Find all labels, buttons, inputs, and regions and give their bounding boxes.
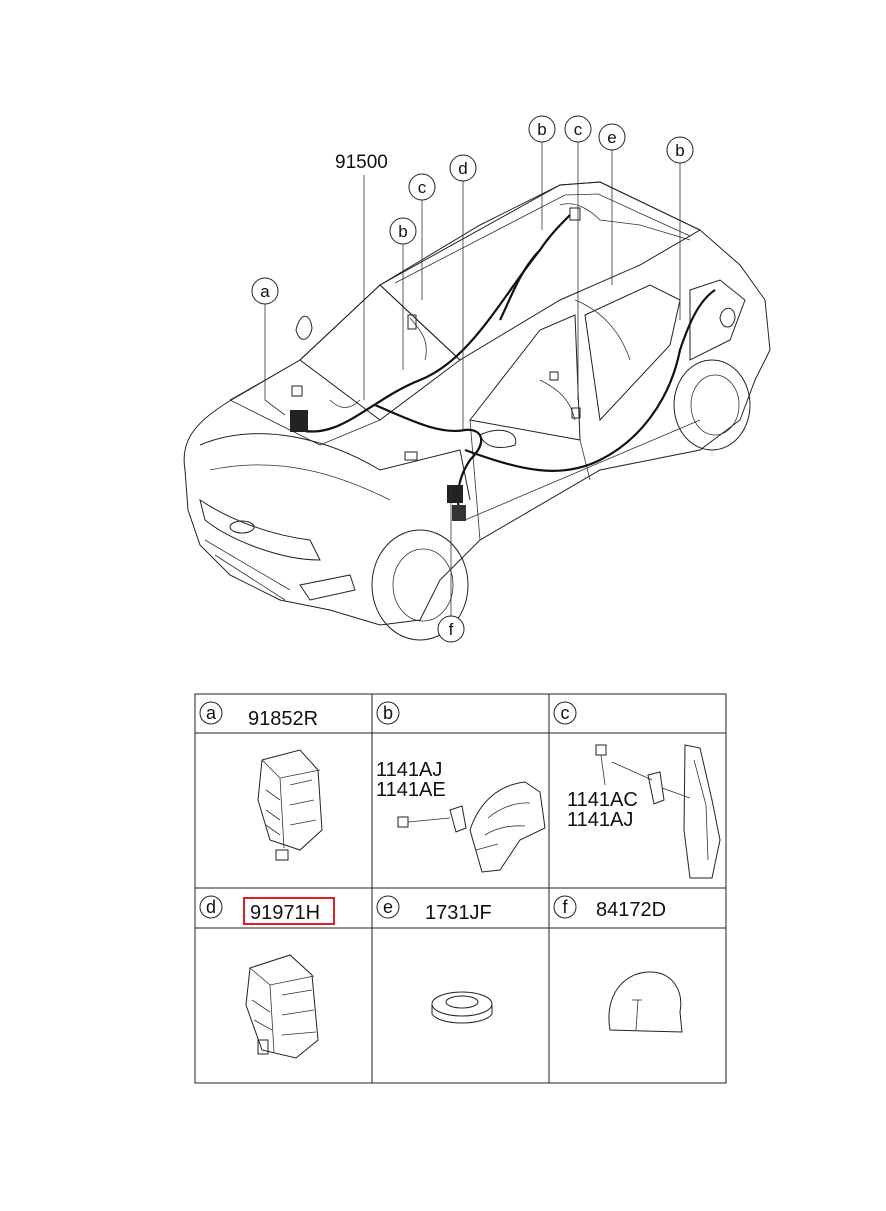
- cell-c-part-1: 1141AC: [567, 789, 638, 811]
- cell-f-letter: f: [562, 897, 568, 917]
- highlight-box: [243, 897, 335, 925]
- main-part-number: 91500: [335, 152, 388, 173]
- callout-b-right-label: b: [675, 141, 684, 160]
- bolt-bracket-icon: [397, 781, 546, 873]
- callout-c-left-label: c: [418, 178, 427, 197]
- callout-c-top-label: c: [574, 120, 583, 139]
- cell-b-part-2: 1141AE: [376, 779, 446, 801]
- cell-d-letter: d: [206, 897, 216, 917]
- grommet-icon: [431, 991, 493, 1024]
- cell-b-part-1: 1141AJ: [376, 759, 442, 781]
- wiring-harness: [290, 203, 716, 521]
- callout-b-left-label: b: [398, 222, 407, 241]
- cell-e-letter: e: [383, 897, 393, 917]
- callout-e-label: e: [607, 128, 616, 147]
- pillar-bracket-icon: [595, 744, 721, 879]
- callout-b-top-label: b: [537, 120, 546, 139]
- callout-a-label: a: [260, 282, 270, 301]
- connector-d-icon: [245, 954, 319, 1059]
- connector-f-block: [447, 485, 463, 503]
- callouts: 91500 a b c d b c e b: [251, 115, 694, 643]
- cell-d-part: 91971H: [250, 902, 320, 924]
- plug-cap-icon: [608, 971, 683, 1033]
- callout-f-label: f: [449, 620, 454, 639]
- connector-block-icon: [257, 749, 323, 861]
- car-illustration: [183, 181, 771, 641]
- connector-a-block: [290, 410, 308, 432]
- cell-c-part-2: 1141AJ: [567, 809, 633, 831]
- cell-a-part: 91852R: [248, 708, 318, 730]
- cell-c-letter: c: [561, 703, 570, 723]
- parts-table: a 91852R b c d 91971H e 1731JF f 84172D: [194, 693, 727, 1084]
- cell-e-part: 1731JF: [425, 902, 492, 924]
- cell-a-letter: a: [206, 703, 217, 723]
- cell-b-letter: b: [383, 703, 393, 723]
- callout-d-label: d: [458, 159, 467, 178]
- cell-f-part: 84172D: [596, 899, 666, 921]
